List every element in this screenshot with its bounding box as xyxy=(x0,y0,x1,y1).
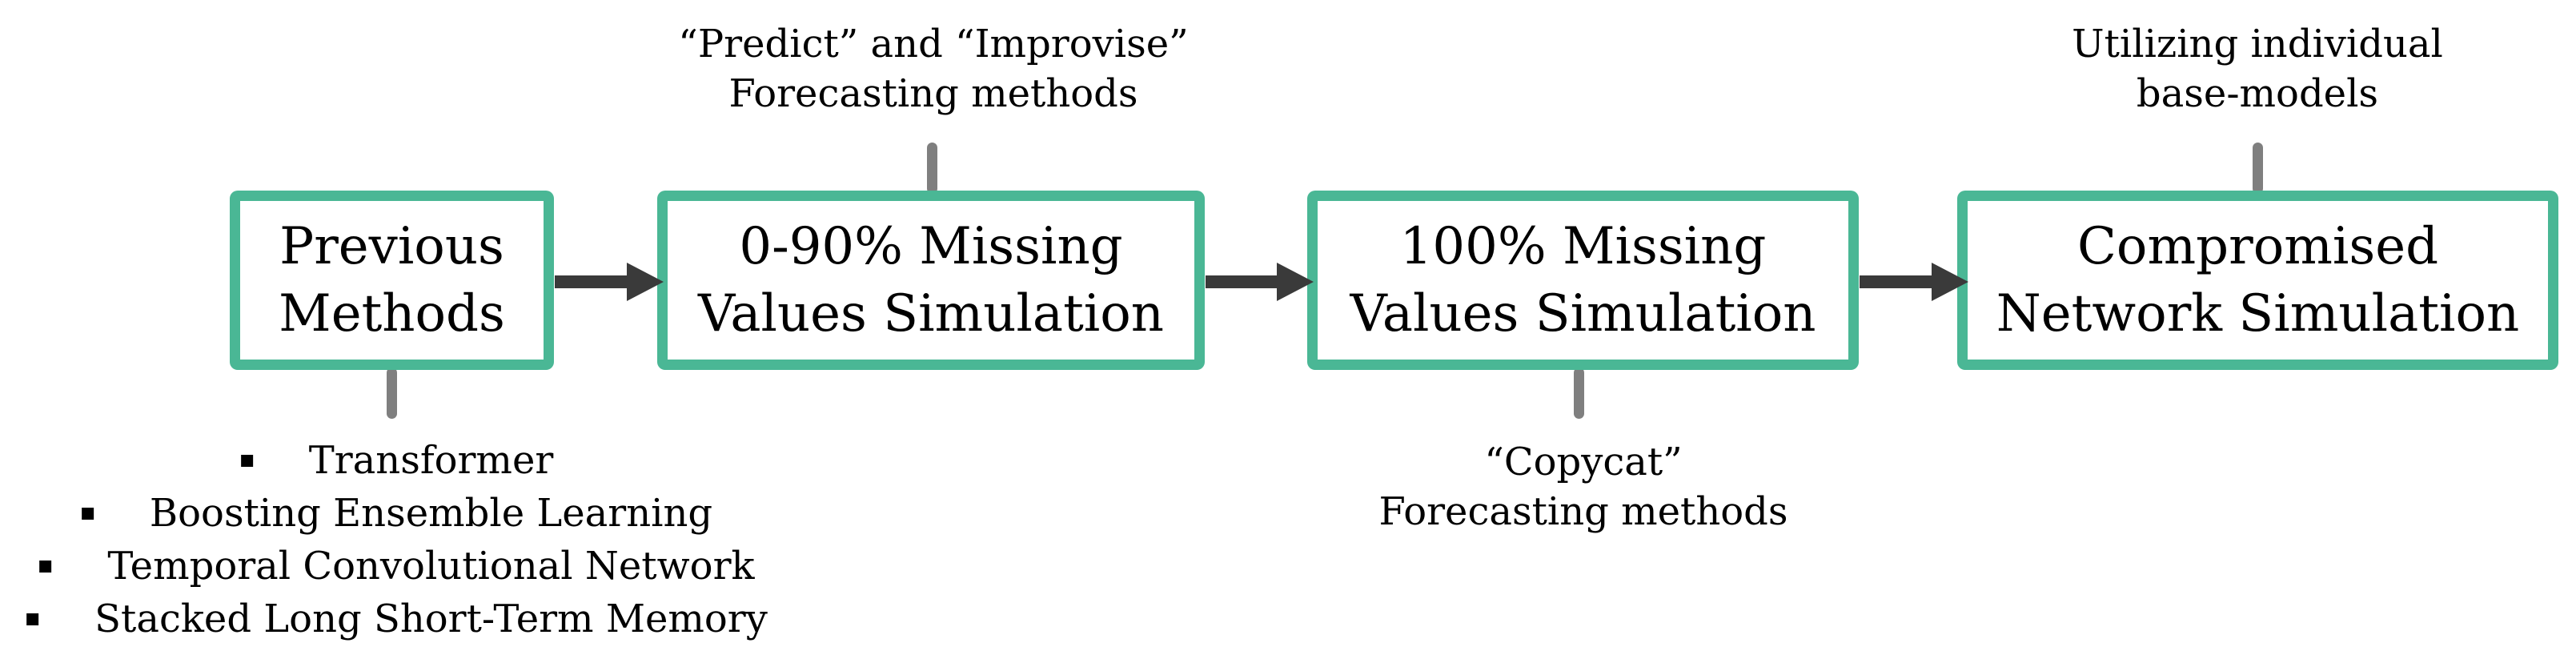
annotation-line: Forecasting methods xyxy=(728,71,1138,116)
box-0-90-missing-values: 0-90% Missing Values Simulation xyxy=(657,191,1205,370)
box-label-line: 100% Missing xyxy=(1399,217,1767,276)
arrow-shaft xyxy=(1860,275,1932,288)
square-bullet-icon xyxy=(240,454,253,467)
annotation-predict-improvise: “Predict” and “Improvise” Forecasting me… xyxy=(678,19,1188,119)
annotation-line: Utilizing individual xyxy=(2072,22,2443,66)
list-item-label: Stacked Long Short-Term Memory xyxy=(94,597,768,641)
arrow-head xyxy=(1932,263,1968,301)
annotation-line: “Copycat” xyxy=(1484,440,1683,484)
annotation-utilizing-base-models: Utilizing individual base-models xyxy=(2072,19,2443,119)
box-previous-methods: Previous Methods xyxy=(230,191,554,370)
bullet-list-previous-methods: Transformer Boosting Ensemble Learning T… xyxy=(26,434,768,645)
connector-line xyxy=(927,143,937,194)
annotation-line: base-models xyxy=(2136,71,2379,116)
annotation-line: Forecasting methods xyxy=(1378,489,1788,534)
square-bullet-icon xyxy=(39,560,52,573)
list-item: Transformer xyxy=(240,434,554,487)
box-label-line: Previous xyxy=(279,217,504,276)
square-bullet-icon xyxy=(26,613,39,625)
box-label: 100% Missing Values Simulation xyxy=(1350,213,1816,348)
list-item-label: Boosting Ensemble Learning xyxy=(149,491,713,536)
list-item-label: Transformer xyxy=(308,438,554,483)
box-label-line: Values Simulation xyxy=(1350,284,1816,344)
square-bullet-icon xyxy=(81,507,94,520)
annotation-copycat: “Copycat” Forecasting methods xyxy=(1379,437,1788,536)
connector-line xyxy=(387,368,397,419)
box-label-line: Network Simulation xyxy=(1996,284,2520,344)
arrow-head xyxy=(1277,263,1314,301)
right-arrow-icon xyxy=(555,263,664,301)
list-item: Boosting Ensemble Learning xyxy=(81,487,713,540)
list-item: Temporal Convolutional Network xyxy=(39,540,755,593)
arrow-shaft xyxy=(555,275,627,288)
box-label-line: Compromised xyxy=(2076,217,2439,276)
box-label: 0-90% Missing Values Simulation xyxy=(698,213,1164,348)
connector-line xyxy=(2253,143,2263,194)
box-label-line: Methods xyxy=(279,284,505,344)
arrow-shaft xyxy=(1206,275,1277,288)
list-item: Stacked Long Short-Term Memory xyxy=(26,593,768,645)
box-100-missing-values: 100% Missing Values Simulation xyxy=(1307,191,1859,370)
box-compromised-network: Compromised Network Simulation xyxy=(1957,191,2558,370)
annotation-line: “Predict” and “Improvise” xyxy=(678,22,1189,66)
box-label-line: 0-90% Missing xyxy=(739,217,1123,276)
arrow-head xyxy=(627,263,664,301)
box-label-line: Values Simulation xyxy=(697,284,1165,344)
right-arrow-icon xyxy=(1206,263,1314,301)
connector-line xyxy=(1574,368,1584,419)
list-item-label: Temporal Convolutional Network xyxy=(107,544,755,589)
box-label: Previous Methods xyxy=(279,213,505,348)
box-label: Compromised Network Simulation xyxy=(1996,213,2519,348)
right-arrow-icon xyxy=(1860,263,1968,301)
